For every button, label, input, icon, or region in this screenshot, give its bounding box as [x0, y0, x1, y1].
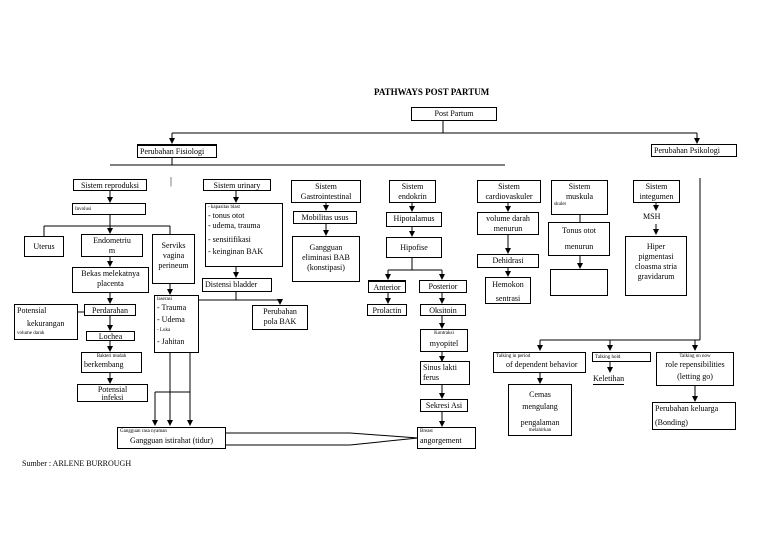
node-sekresi-asi: Sekresi Asi: [420, 399, 468, 412]
node-perubahan-fisiologi: Perubahan Fisiologi: [137, 144, 217, 158]
node-anterior: Anterior: [368, 280, 406, 293]
node-prolactin: Prolactin: [367, 304, 407, 316]
node-involusi: Involusi: [72, 203, 146, 215]
node-sistem-reproduksi: Sistem reproduksi: [73, 179, 147, 191]
node-trauma-list: laserasi - Trauma - Udema - Luka - Jahit…: [154, 295, 199, 353]
node-perdarahan: Perdarahan: [84, 304, 136, 316]
node-perubahan-psikologi: Perubahan Psikologi: [651, 144, 737, 157]
node-distensi-bladder: Distensi bladder: [202, 278, 272, 292]
node-empty-musk: [550, 269, 608, 296]
node-potensial-kekurangan: Potensial kekurangan volume darah: [14, 304, 78, 340]
node-talking-hold: Talking hold: [592, 352, 651, 362]
node-keletihan: Keletihan: [593, 374, 625, 385]
node-oksitoin: Oksitoin: [420, 304, 466, 316]
node-urinary-effects: - kapasitas blast - tonus otot - udema, …: [205, 203, 283, 267]
node-uterus: Uterus: [24, 236, 64, 257]
node-mobilitas-usus: Mobilitas usus: [293, 211, 357, 224]
node-lochea: Lochea: [86, 331, 135, 341]
node-hipofise: Hipofise: [386, 237, 442, 258]
node-post-partum: Post Partum: [411, 107, 497, 121]
node-hipotalamus: Hipotalamus: [386, 212, 442, 227]
node-dehidrasi: Dehidrasi: [477, 254, 539, 268]
node-posterior: Posterior: [419, 280, 467, 293]
node-sistem-urinary: Sistem urinary: [203, 179, 271, 191]
node-msh: MSH: [643, 212, 661, 221]
tick-mark: |: [170, 176, 173, 187]
node-perubahan-keluarga: Perubahan keluarga(Bonding): [652, 402, 736, 430]
page-title: PATHWAYS POST PARTUM: [374, 87, 490, 97]
source-credit: Sumber : ARLENE BURROUGH: [22, 459, 132, 468]
